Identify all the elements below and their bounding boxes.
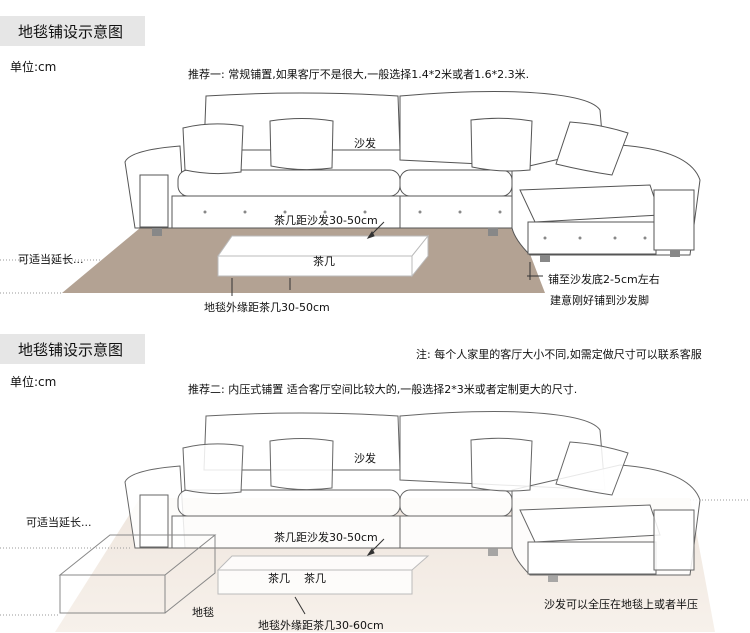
panel-2-title: 地毯铺设示意图 [18,341,124,359]
panel-1-edge-gap: 地毯外缘距茶几30-50cm [204,301,330,314]
panel-1-title: 地毯铺设示意图 [18,23,124,41]
panel-2-edge-gap: 地毯外缘距茶几30-60cm [258,619,384,632]
panel-1-under-sofa: 铺至沙发底2-5cm左右 [548,273,660,286]
panel-2-unit: 单位:cm [10,375,57,389]
panel-2-sofa-label: 沙发 [354,452,376,465]
panel-2-table-label: 茶几 茶几 [268,572,326,585]
panel-2-carpet-label: 地毯 [192,606,214,619]
panel-1-sofa-label: 沙发 [354,137,376,150]
coffee-table-1 [217,234,430,278]
coffee-table-2 [216,555,430,595]
panel-2-full-press: 沙发可以全压在地毯上或者半压 [544,598,698,611]
panel-1-to-legs: 建意刚好铺到沙发脚 [550,294,649,307]
panel-1-unit: 单位:cm [10,60,57,74]
panel-1-tab: 地毯铺设示意图 [0,16,145,46]
panel-1-table-gap: 茶几距沙发30-50cm [274,214,378,227]
panel-2-illustration [0,411,750,632]
sofa-1 [124,91,701,262]
panel-2-tab: 地毯铺设示意图 [0,334,145,364]
panel-2-table-gap: 茶几距沙发30-50cm [274,531,378,544]
panel-2-recommend: 推荐二: 内压式铺置 适合客厅空间比较大的,一般选择2*3米或者定制更大的尺寸. [188,383,578,396]
panel-2-extend: 可适当延长... [26,516,92,529]
panel-2-note: 注: 每个人家里的客厅大小不同,如需定做尺寸可以联系客服 [416,348,702,361]
panel-1-recommend: 推荐一: 常规铺置,如果客厅不是很大,一般选择1.4*2米或者1.6*2.3米. [188,68,530,81]
panel-1-illustration [0,91,701,296]
panel-1-extend: 可适当延长... [18,253,84,266]
sofa-2 [124,411,701,582]
panel-1-table-label: 茶几 [313,255,335,268]
